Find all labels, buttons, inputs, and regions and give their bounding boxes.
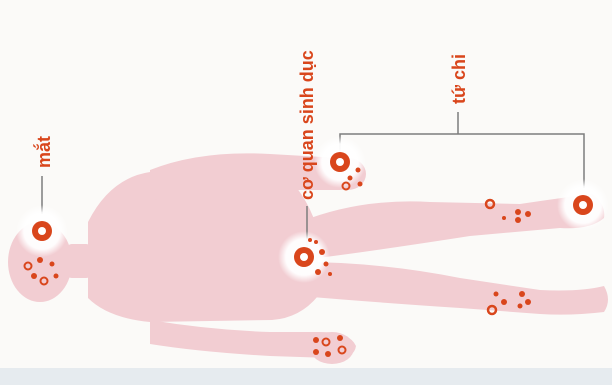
leg-lower (300, 262, 608, 315)
target-marker-hand (314, 136, 366, 188)
target-marker-eyes (16, 205, 68, 257)
bottom-band (0, 368, 612, 385)
label-genitals: cơ quan sinh dục (297, 50, 317, 200)
target-marker-foot (557, 179, 609, 231)
label-limbs: tứ chi (449, 54, 469, 104)
leader-limbs-bracket (340, 134, 584, 188)
label-eyes: mắt (33, 136, 54, 168)
target-marker-genitals (278, 231, 330, 283)
hand-lower (310, 332, 354, 364)
